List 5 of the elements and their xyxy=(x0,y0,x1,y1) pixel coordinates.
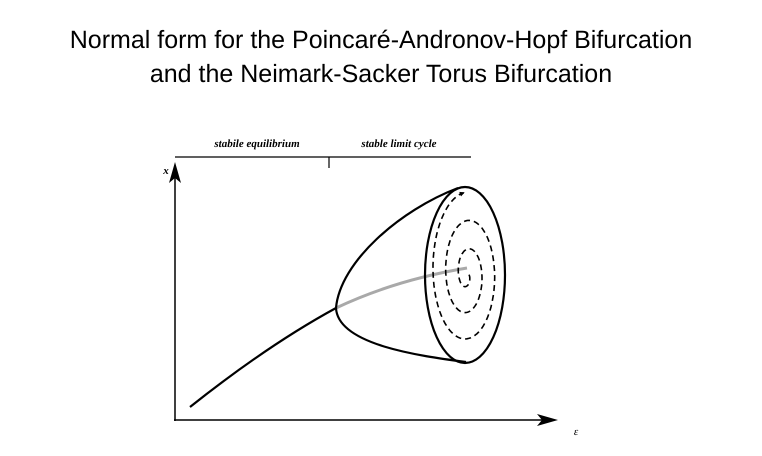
regime-label: stabile equilibrium xyxy=(214,138,300,150)
axis-label: ε xyxy=(574,426,578,438)
regime-label: stable limit cycle xyxy=(361,138,437,150)
axis-label: x xyxy=(163,164,169,178)
diagram-title: Normal form for the Poincaré-Andronov-Hopf Bifurcation and the Neimark-Sacker Torus Bifurcation xyxy=(68,25,694,90)
